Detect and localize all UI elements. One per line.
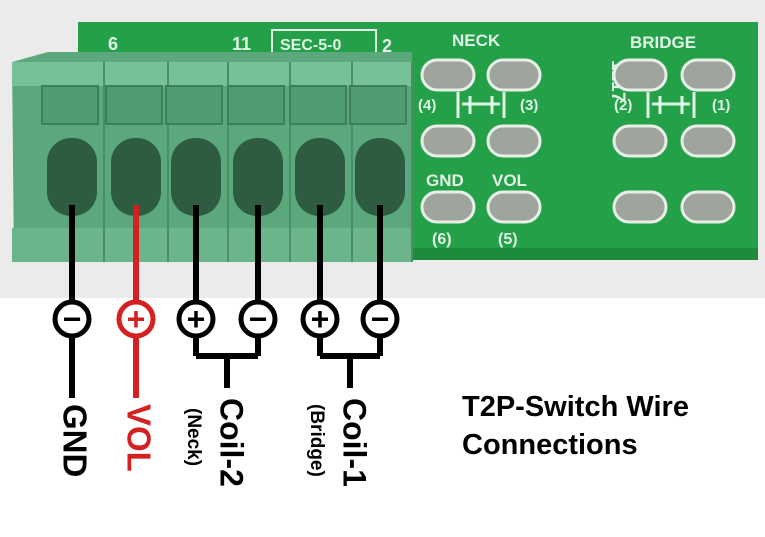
silk-p2: (2) bbox=[614, 97, 632, 114]
pad bbox=[612, 190, 668, 224]
pad bbox=[680, 190, 736, 224]
terminal-top bbox=[12, 62, 412, 86]
diagram-title: T2P-Switch Wire Connections bbox=[462, 388, 752, 464]
pad bbox=[680, 124, 736, 158]
silk-vol: VOL bbox=[492, 171, 527, 190]
silk-p1: (1) bbox=[712, 97, 730, 114]
terminal-opening bbox=[233, 138, 283, 216]
pad bbox=[612, 124, 668, 158]
silk-part: SEC-5-0 bbox=[280, 37, 341, 54]
polarity-symbol: − bbox=[371, 301, 390, 337]
terminal-opening bbox=[171, 138, 221, 216]
polarity-symbol: + bbox=[311, 301, 330, 337]
terminal-screw bbox=[105, 85, 163, 125]
polarity-marker bbox=[176, 299, 216, 339]
silk-pin2: 2 bbox=[382, 36, 392, 56]
terminal-block bbox=[12, 52, 413, 262]
polarity-marker bbox=[52, 299, 92, 339]
silk-pin11: 11 bbox=[232, 34, 251, 54]
silk-p3: (3) bbox=[520, 97, 538, 114]
pad bbox=[486, 190, 542, 224]
polarity-marker bbox=[360, 299, 400, 339]
wires-layer: − + + − + − GND VOL Coil-2 (Neck) Coil-1 (Bridge) bbox=[52, 205, 400, 487]
silk-neck: NECK bbox=[452, 31, 501, 50]
terminal-screw bbox=[227, 85, 285, 125]
silk-p4: (4) bbox=[418, 97, 436, 114]
label-coil-1: Coil-1 bbox=[337, 398, 373, 487]
polarity-symbol: − bbox=[249, 301, 268, 337]
polarity-marker bbox=[116, 299, 156, 339]
silk-p5: (5) bbox=[498, 231, 518, 248]
pad bbox=[420, 124, 476, 158]
terminal-screw bbox=[41, 85, 99, 125]
title-line-1: T2P-Switch Wire bbox=[462, 391, 689, 423]
terminal-opening bbox=[47, 138, 97, 216]
solder-pads bbox=[420, 58, 736, 224]
polarity-symbol: + bbox=[187, 301, 206, 337]
polarity-symbol: + bbox=[127, 301, 146, 337]
terminal-screw bbox=[289, 85, 347, 125]
silk-p6: (6) bbox=[432, 231, 452, 248]
pad bbox=[612, 58, 668, 92]
silk-pin6: 6 bbox=[108, 34, 118, 54]
terminal-screw bbox=[349, 85, 407, 125]
switch-symbol-bridge bbox=[646, 92, 696, 118]
terminal-screw bbox=[165, 85, 223, 125]
silk-bridge: BRIDGE bbox=[630, 33, 696, 52]
label-coil-2: Coil-2 bbox=[214, 398, 250, 487]
switch-symbol-neck bbox=[456, 92, 506, 118]
label-neck: (Neck) bbox=[183, 408, 204, 466]
pad bbox=[486, 58, 542, 92]
pad bbox=[680, 58, 736, 92]
terminal-opening bbox=[111, 138, 161, 216]
polarity-marker bbox=[300, 299, 340, 339]
title-line-2: Connections bbox=[462, 429, 638, 461]
label-vol: VOL bbox=[120, 404, 157, 472]
silk-gnd: GND bbox=[426, 171, 464, 190]
label-bridge: (Bridge) bbox=[306, 404, 327, 477]
terminal-base bbox=[12, 228, 412, 262]
polarity-symbol: − bbox=[63, 301, 82, 337]
pad bbox=[486, 124, 542, 158]
polarity-marker bbox=[238, 299, 278, 339]
terminal-opening bbox=[295, 138, 345, 216]
terminal-opening bbox=[355, 138, 405, 216]
pad bbox=[420, 58, 476, 92]
label-gnd: GND bbox=[56, 404, 93, 477]
pad bbox=[420, 190, 476, 224]
